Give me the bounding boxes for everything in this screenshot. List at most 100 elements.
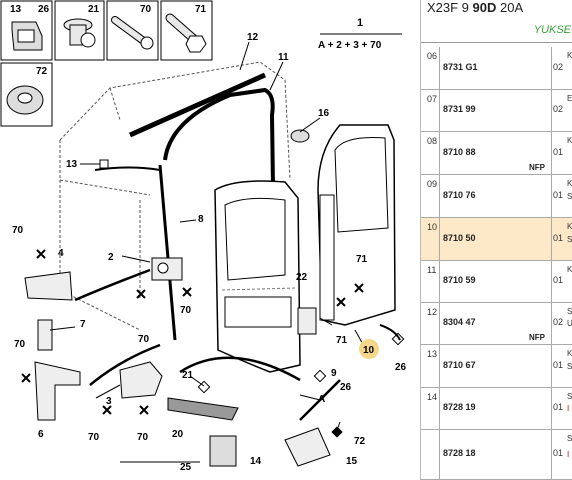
row-index: 14 <box>427 392 438 402</box>
row-index: 13 <box>427 349 438 359</box>
part-description-line2: S <box>567 362 572 371</box>
part-description: K <box>567 51 572 60</box>
part-description-line2: I <box>567 404 570 413</box>
part-reference[interactable]: 8731 G1 <box>443 62 478 72</box>
part-quantity: 02 <box>553 104 564 114</box>
part-quantity: 01 <box>553 402 564 412</box>
part-description: E <box>567 94 572 103</box>
row-index-cell <box>421 430 440 479</box>
callout-26a: 26 <box>395 362 407 373</box>
row-index-cell: 06 <box>421 47 440 89</box>
part-description: K <box>567 179 572 188</box>
part-quantity: 01 <box>553 190 564 200</box>
callout-A: A <box>318 394 325 405</box>
nfp-flag: NFP <box>529 163 545 172</box>
part-reference[interactable]: 8710 59 <box>443 275 476 285</box>
column-divider <box>551 132 552 174</box>
callout-10: 10 <box>363 345 375 356</box>
bracket-6[interactable] <box>34 361 81 421</box>
part-description: K <box>567 265 572 274</box>
cap-16[interactable] <box>290 129 310 143</box>
icon-box-clip[interactable]: 13 26 <box>0 0 53 61</box>
column-divider <box>551 388 552 429</box>
part-description: S <box>567 307 572 316</box>
row-index-cell: 13 <box>421 345 440 387</box>
callout-70d: 70 <box>88 432 100 443</box>
callout-14: 14 <box>250 456 262 467</box>
callout-20: 20 <box>172 429 184 440</box>
plate-25[interactable] <box>209 435 237 467</box>
icon-box-bolt[interactable]: 71 <box>160 0 213 61</box>
part-description-line2: S <box>567 235 572 244</box>
part-description: K <box>567 349 572 358</box>
icon-box-screw[interactable]: 70 <box>106 0 159 61</box>
roof-seal-12 <box>128 72 267 138</box>
part-reference[interactable]: 8304 47 <box>443 317 476 327</box>
part-quantity: 02 <box>553 62 564 72</box>
part-quantity: 01 <box>553 147 564 157</box>
row-index: 06 <box>427 51 438 61</box>
light-14[interactable] <box>284 427 331 467</box>
row-index-cell: 09 <box>421 175 440 217</box>
part-reference[interactable]: 8731 99 <box>443 104 476 114</box>
callout-4: 4 <box>58 248 64 259</box>
callout-72: 72 <box>354 436 366 447</box>
leader-lines <box>49 41 366 463</box>
hinge-upper-2[interactable] <box>151 257 183 281</box>
row-index: 11 <box>427 265 437 275</box>
code-prefix: X23F 9 <box>427 0 469 15</box>
callout-13: 13 <box>66 159 78 170</box>
section-subtitle-text: YUKSE <box>533 24 571 36</box>
icon-box-grommet[interactable]: 72 <box>0 62 53 127</box>
row-index-cell: 08 <box>421 132 440 174</box>
clip-26 <box>313 332 405 383</box>
row-index: 10 <box>427 222 438 232</box>
hinge-22[interactable] <box>297 307 317 335</box>
part-reference[interactable]: 8710 50 <box>443 233 476 243</box>
part-reference[interactable]: 8710 76 <box>443 190 476 200</box>
svg-text:1: 1 <box>357 17 363 29</box>
icon-label-21: 21 <box>88 4 100 15</box>
code-suffix: 20A <box>500 0 524 15</box>
rear-door-left[interactable] <box>214 180 301 373</box>
box-13 <box>99 159 109 169</box>
trim-strip-20[interactable] <box>167 397 239 421</box>
part-quantity: 01 <box>553 360 564 370</box>
callout-8: 8 <box>198 214 204 225</box>
part-reference[interactable]: 8728 18 <box>443 448 476 458</box>
part-description-line2: I <box>567 450 570 459</box>
callout-2: 2 <box>108 252 114 263</box>
bracket-7[interactable] <box>37 319 53 351</box>
grommet-72 <box>331 426 343 438</box>
icon-box-rivet[interactable]: 21 <box>54 0 105 61</box>
formula-block: 1 A + 2 + 3 + 70 <box>318 17 402 51</box>
callout-16: 16 <box>318 108 330 119</box>
column-divider <box>551 430 552 479</box>
part-description: S <box>567 434 572 443</box>
code-bold: 90D <box>472 0 497 15</box>
door-seal-11 <box>163 87 277 331</box>
rear-door-right[interactable] <box>317 124 396 326</box>
callout-12: 12 <box>247 32 259 43</box>
hinge-4[interactable] <box>24 271 73 301</box>
icon-label-70: 70 <box>140 4 152 15</box>
row-index: 12 <box>427 307 438 317</box>
part-reference[interactable]: 8710 67 <box>443 360 476 370</box>
part-reference[interactable]: 8710 88 <box>443 147 476 157</box>
row-index: 08 <box>427 136 438 146</box>
part-reference[interactable]: 8728 19 <box>443 402 476 412</box>
part-description: S <box>567 392 572 401</box>
callouts: 12 11 16 13 8 70 4 2 70 7 70 3 6 70 70 2… <box>12 32 407 473</box>
hinge-3[interactable] <box>119 361 163 399</box>
